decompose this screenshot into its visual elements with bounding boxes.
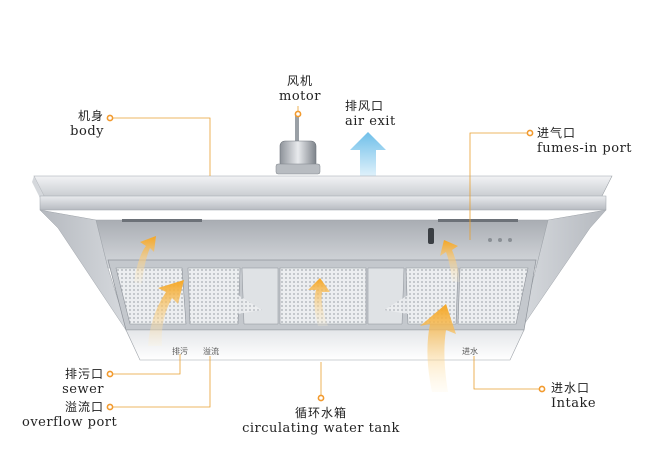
label-intake: 进水口 Intake bbox=[551, 381, 596, 411]
label-overflow-en: overflow port bbox=[22, 415, 118, 430]
leader-sewer bbox=[112, 354, 181, 375]
motor-unit bbox=[275, 113, 321, 175]
label-body-en: body bbox=[70, 124, 104, 139]
panel-mark-intake: 进水 bbox=[462, 347, 478, 356]
leader-body bbox=[112, 117, 211, 176]
air-exit-arrow bbox=[350, 132, 386, 176]
dot-fumes-in bbox=[526, 129, 534, 137]
dot-sewer bbox=[106, 370, 114, 378]
label-air-exit: 排风口 air exit bbox=[345, 99, 396, 129]
leader-overflow bbox=[112, 356, 211, 408]
label-sewer-en: sewer bbox=[62, 382, 104, 397]
panel-mark-overflow: 溢流 bbox=[203, 347, 219, 356]
leader-fumes-in bbox=[469, 132, 528, 240]
label-air-exit-en: air exit bbox=[345, 114, 396, 129]
label-tank-zh: 循环水箱 bbox=[294, 406, 347, 420]
label-motor-en: motor bbox=[279, 89, 321, 104]
label-sewer: 排污口 sewer bbox=[40, 367, 104, 397]
label-motor-zh: 风机 bbox=[286, 74, 313, 88]
label-air-exit-zh: 排风口 bbox=[345, 99, 385, 113]
dot-overflow bbox=[106, 403, 114, 411]
label-motor: 风机 motor bbox=[276, 74, 324, 104]
label-body-zh: 机身 bbox=[77, 109, 104, 123]
dot-body bbox=[106, 114, 114, 122]
circulating-water-tank bbox=[125, 329, 525, 361]
label-body: 机身 body bbox=[50, 109, 104, 139]
label-tank-en: circulating water tank bbox=[242, 421, 400, 436]
fume-arrows bbox=[134, 236, 460, 392]
leader-intake bbox=[473, 356, 540, 390]
leader-dots bbox=[106, 110, 546, 411]
label-fumes-in: 进气口 fumes-in port bbox=[537, 126, 632, 156]
label-fumes-in-zh: 进气口 bbox=[537, 126, 577, 140]
label-sewer-zh: 排污口 bbox=[64, 367, 104, 381]
panel-mark-sewer: 排污 bbox=[172, 347, 188, 356]
leader-lines bbox=[112, 106, 540, 408]
dot-tank bbox=[317, 394, 325, 402]
label-overflow-zh: 溢流口 bbox=[64, 400, 104, 414]
label-intake-zh: 进水口 bbox=[551, 381, 591, 395]
label-tank: 循环水箱 circulating water tank bbox=[241, 406, 401, 436]
label-fumes-in-en: fumes-in port bbox=[537, 141, 633, 156]
dot-intake bbox=[538, 385, 546, 393]
label-overflow: 溢流口 overflow port bbox=[22, 400, 118, 430]
dot-motor bbox=[294, 110, 302, 118]
hood-body bbox=[32, 175, 613, 343]
label-intake-en: Intake bbox=[551, 396, 597, 411]
filter-frame bbox=[107, 259, 537, 331]
